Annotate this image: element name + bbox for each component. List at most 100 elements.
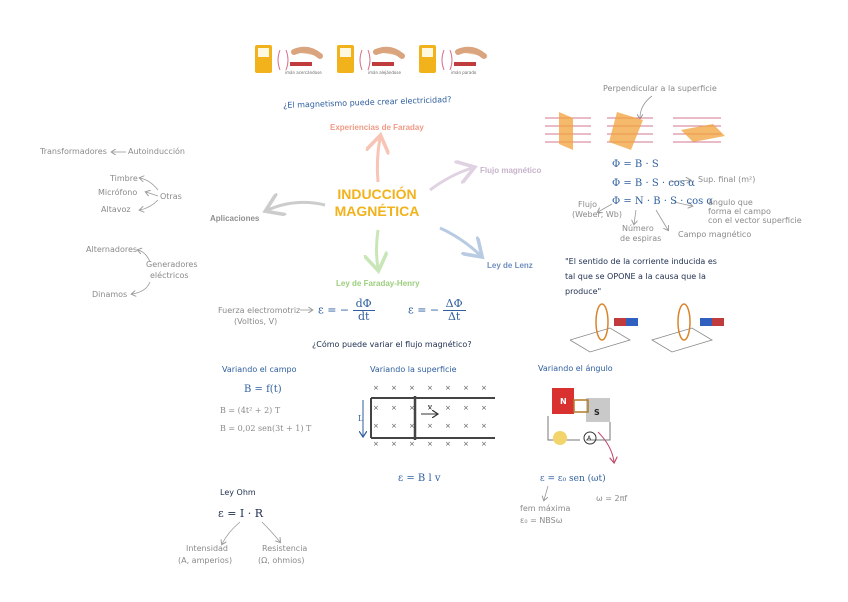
app-alternadores: Alternadores (86, 245, 138, 254)
flujo-angulo-2: forma el campo (708, 207, 771, 216)
fh-eq2-num: ΔΦ (442, 298, 466, 311)
lenz-line-1: "El sentido de la corriente inducida es (565, 257, 717, 266)
svg-text:×: × (373, 440, 379, 448)
coil-icon-1 (570, 303, 638, 353)
superficie-eq: ε = B l v (398, 473, 441, 484)
flujo-angulo-3: con el vector superficie (708, 216, 802, 225)
svg-text:×: × (373, 422, 379, 430)
svg-text:×: × (391, 384, 397, 392)
app-autoinduccion: Autoinducción (128, 147, 185, 156)
angulo-s-label: S (594, 408, 600, 417)
flujo-espiras-2: de espiras (620, 234, 662, 243)
arrow-faraday (377, 138, 380, 183)
svg-text:×: × (463, 404, 469, 412)
svg-text:×: × (445, 422, 451, 430)
svg-text:×: × (481, 404, 487, 412)
svg-text:×: × (481, 384, 487, 392)
app-dinamos: Dinamos (92, 290, 128, 299)
svg-text:×: × (409, 422, 415, 430)
svg-text:×: × (481, 422, 487, 430)
svg-text:×: × (391, 440, 397, 448)
ohm-title: Ley Ohm (220, 488, 256, 497)
svg-text:×: × (463, 384, 469, 392)
faraday-experiments-illustration (255, 45, 487, 73)
lenz-line-3: produce" (565, 287, 602, 296)
arrow-aplicaciones (268, 202, 326, 210)
campo-b2: B = (4t² + 2) T (220, 406, 281, 415)
svg-text:×: × (409, 404, 415, 412)
campo-b1: B = f(t) (244, 384, 282, 395)
svg-text:×: × (481, 440, 487, 448)
fh-eq2-den: Δt (447, 310, 461, 323)
svg-text:×: × (373, 384, 379, 392)
fh-fem-1: Fuerza electromotriz (218, 306, 301, 315)
svg-text:×: × (409, 384, 415, 392)
angulo-w: ω = 2πf (596, 494, 628, 503)
angulo-n-label: N (560, 397, 567, 406)
svg-text:×: × (391, 404, 397, 412)
branch-aplicaciones: Aplicaciones (210, 214, 260, 223)
ohm-resistencia-1: Resistencia (262, 544, 308, 553)
lenz-illustration (570, 303, 724, 353)
angulo-fem-max: fem máxima (520, 504, 571, 513)
galvanometer-icon-1 (255, 45, 323, 73)
svg-text:×: × (445, 384, 451, 392)
superficie-l: L (358, 414, 364, 423)
generator-illustration (547, 388, 611, 445)
svg-text:×: × (409, 440, 415, 448)
app-generadores: Generadores (146, 260, 198, 269)
app-transformadores: Transformadores (40, 147, 107, 156)
fh-eq1-lhs: ε = − (318, 303, 350, 317)
ohm-eq: ε = I · R (218, 507, 264, 520)
fh-eq2-lhs: ε = − (408, 303, 440, 317)
angulo-title: Variando el ángulo (538, 364, 613, 373)
flujo-formula-3: Φ = N · B · S · cos α (612, 196, 714, 207)
svg-text:×: × (463, 422, 469, 430)
central-title-line1: INDUCCIÓN (337, 186, 417, 202)
svg-text:×: × (427, 404, 433, 412)
branch-faraday: Experiencias de Faraday (330, 123, 424, 132)
app-electricos: eléctricos (150, 271, 189, 280)
superficie-v: v (428, 403, 432, 411)
svg-text:×: × (445, 404, 451, 412)
svg-text:×: × (445, 440, 451, 448)
branch-lenz: Ley de Lenz (487, 261, 533, 270)
svg-text:×: × (373, 404, 379, 412)
exp-label-3: imán parado (451, 70, 477, 75)
flujo-formula-2: Φ = B · S · cos α (612, 178, 695, 189)
flujo-flujo-2: (Weber, Wb) (572, 210, 622, 219)
flujo-sup: Sup. final (m²) (698, 175, 756, 184)
campo-b3: B = 0,02 sen(3t + 1) T (220, 424, 312, 433)
ohm-resistencia-2: (Ω, ohmios) (258, 556, 305, 565)
svg-text:×: × (463, 440, 469, 448)
app-altavoz: Altavoz (101, 205, 131, 214)
exp-label-2: imán alejándose (368, 70, 401, 75)
flujo-flujo-1: Flujo (578, 200, 598, 209)
fh-equation-2: ε = − ΔΦ Δt (408, 298, 466, 323)
app-microfono: Micrófono (98, 188, 138, 197)
fh-question: ¿Cómo puede variar el flujo magnético? (312, 340, 472, 349)
svg-text:×: × (427, 440, 433, 448)
superficie-title: Variando la superficie (370, 365, 457, 374)
app-otras: Otras (160, 192, 182, 201)
ohm-intensidad-2: (A, amperios) (178, 556, 233, 565)
campo-title: Variando el campo (222, 365, 297, 374)
angulo-eq: ε = ε₀ sen (ωt) (540, 474, 606, 484)
flux-surfaces-illustration (545, 112, 725, 150)
arrow-faraday-henry (377, 229, 379, 268)
arrow-flujo (429, 168, 472, 192)
ohm-intensidad-1: Intensidad (186, 544, 229, 553)
flujo-campo: Campo magnético (678, 230, 752, 239)
central-title: INDUCCIÓN MAGNÉTICA (322, 186, 432, 220)
svg-text:×: × (427, 384, 433, 392)
lenz-line-2: tal que se OPONE a la causa que la (565, 272, 706, 281)
angulo-a-label: A (587, 435, 592, 442)
arrow-lenz (439, 226, 480, 255)
coil-icon-2 (651, 303, 724, 353)
central-title-line2: MAGNÉTICA (334, 203, 420, 219)
svg-text:×: × (391, 422, 397, 430)
moving-rod-illustration: ××××××× ××××××× ××××××× ××××××× (355, 384, 495, 448)
fh-equation-1: ε = − dΦ dt (318, 298, 375, 323)
